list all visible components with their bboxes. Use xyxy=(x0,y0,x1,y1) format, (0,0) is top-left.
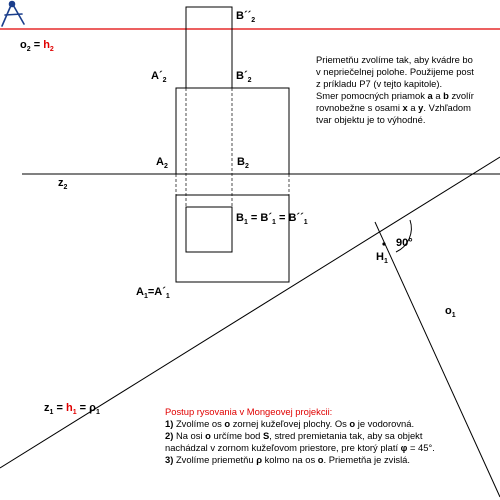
plan-inner-square xyxy=(185,206,233,253)
label-z1-h1-rho1: z1 = h1 = ρ1 xyxy=(44,402,100,416)
procedure-step-1: 1) Zvolíme os o zornej kužeľovej plochy.… xyxy=(165,418,415,429)
description-text: Priemetňu zvolíme tak, aby kvádre bo v n… xyxy=(316,54,474,126)
top-square-b2pp xyxy=(185,6,233,89)
description-line: tvar objektu je to výhodné. xyxy=(316,114,426,125)
description-line: Priemetňu zvolíme tak, aby kvádre bo xyxy=(316,54,473,65)
label-b1: B1 = B´1 = B´´1 xyxy=(236,212,308,226)
plan-outer-rect xyxy=(175,194,290,283)
label-z2: z2 xyxy=(58,177,68,191)
right-angle-arc xyxy=(395,219,412,253)
point-h1 xyxy=(382,242,386,246)
description-line: v nepriečelnej polohe. Použijeme post xyxy=(316,66,474,77)
procedure-title: Postup rysovania v Mongeovej projekcii: xyxy=(165,406,333,417)
procedure-step-3: 3) Zvolíme priemetňu ρ kolmo na os o. Pr… xyxy=(165,454,410,465)
procedure-steps: Postup rysovania v Mongeovej projekcii: … xyxy=(165,406,435,466)
label-o1: o1 xyxy=(445,305,456,319)
description-line: Smer pomocných priamok a a b zvolír xyxy=(316,90,474,101)
front-view-rect xyxy=(175,87,290,175)
label-a1: A1=A´1 xyxy=(136,286,170,300)
label-a2: A2 xyxy=(156,156,168,170)
axis-o1 xyxy=(374,221,500,498)
compass-icon xyxy=(1,0,25,27)
label-a2p: A´2 xyxy=(151,70,167,84)
procedure-step-2: 2) Na osi o určíme bod S, stred premieta… xyxy=(165,430,423,441)
label-b2: B2 xyxy=(237,156,249,170)
ordinal-lines xyxy=(175,88,290,207)
diagonal-line-z1-h1-rho1 xyxy=(0,156,500,469)
label-b2p: B´2 xyxy=(236,70,252,84)
label-h1: H1 xyxy=(376,251,388,265)
procedure-step-2-cont: nachádzal v zornom kužeľovom priestore, … xyxy=(165,442,435,453)
label-angle-90: 90° xyxy=(396,237,413,249)
label-o2-h2: o2 = h2 xyxy=(20,39,54,53)
description-line: z príkladu P7 (v tejto kapitole). xyxy=(316,78,443,89)
description-line: rovnobežne s osami x a y. Vzhľadom xyxy=(316,102,471,113)
label-b2pp: B´´2 xyxy=(236,10,255,24)
